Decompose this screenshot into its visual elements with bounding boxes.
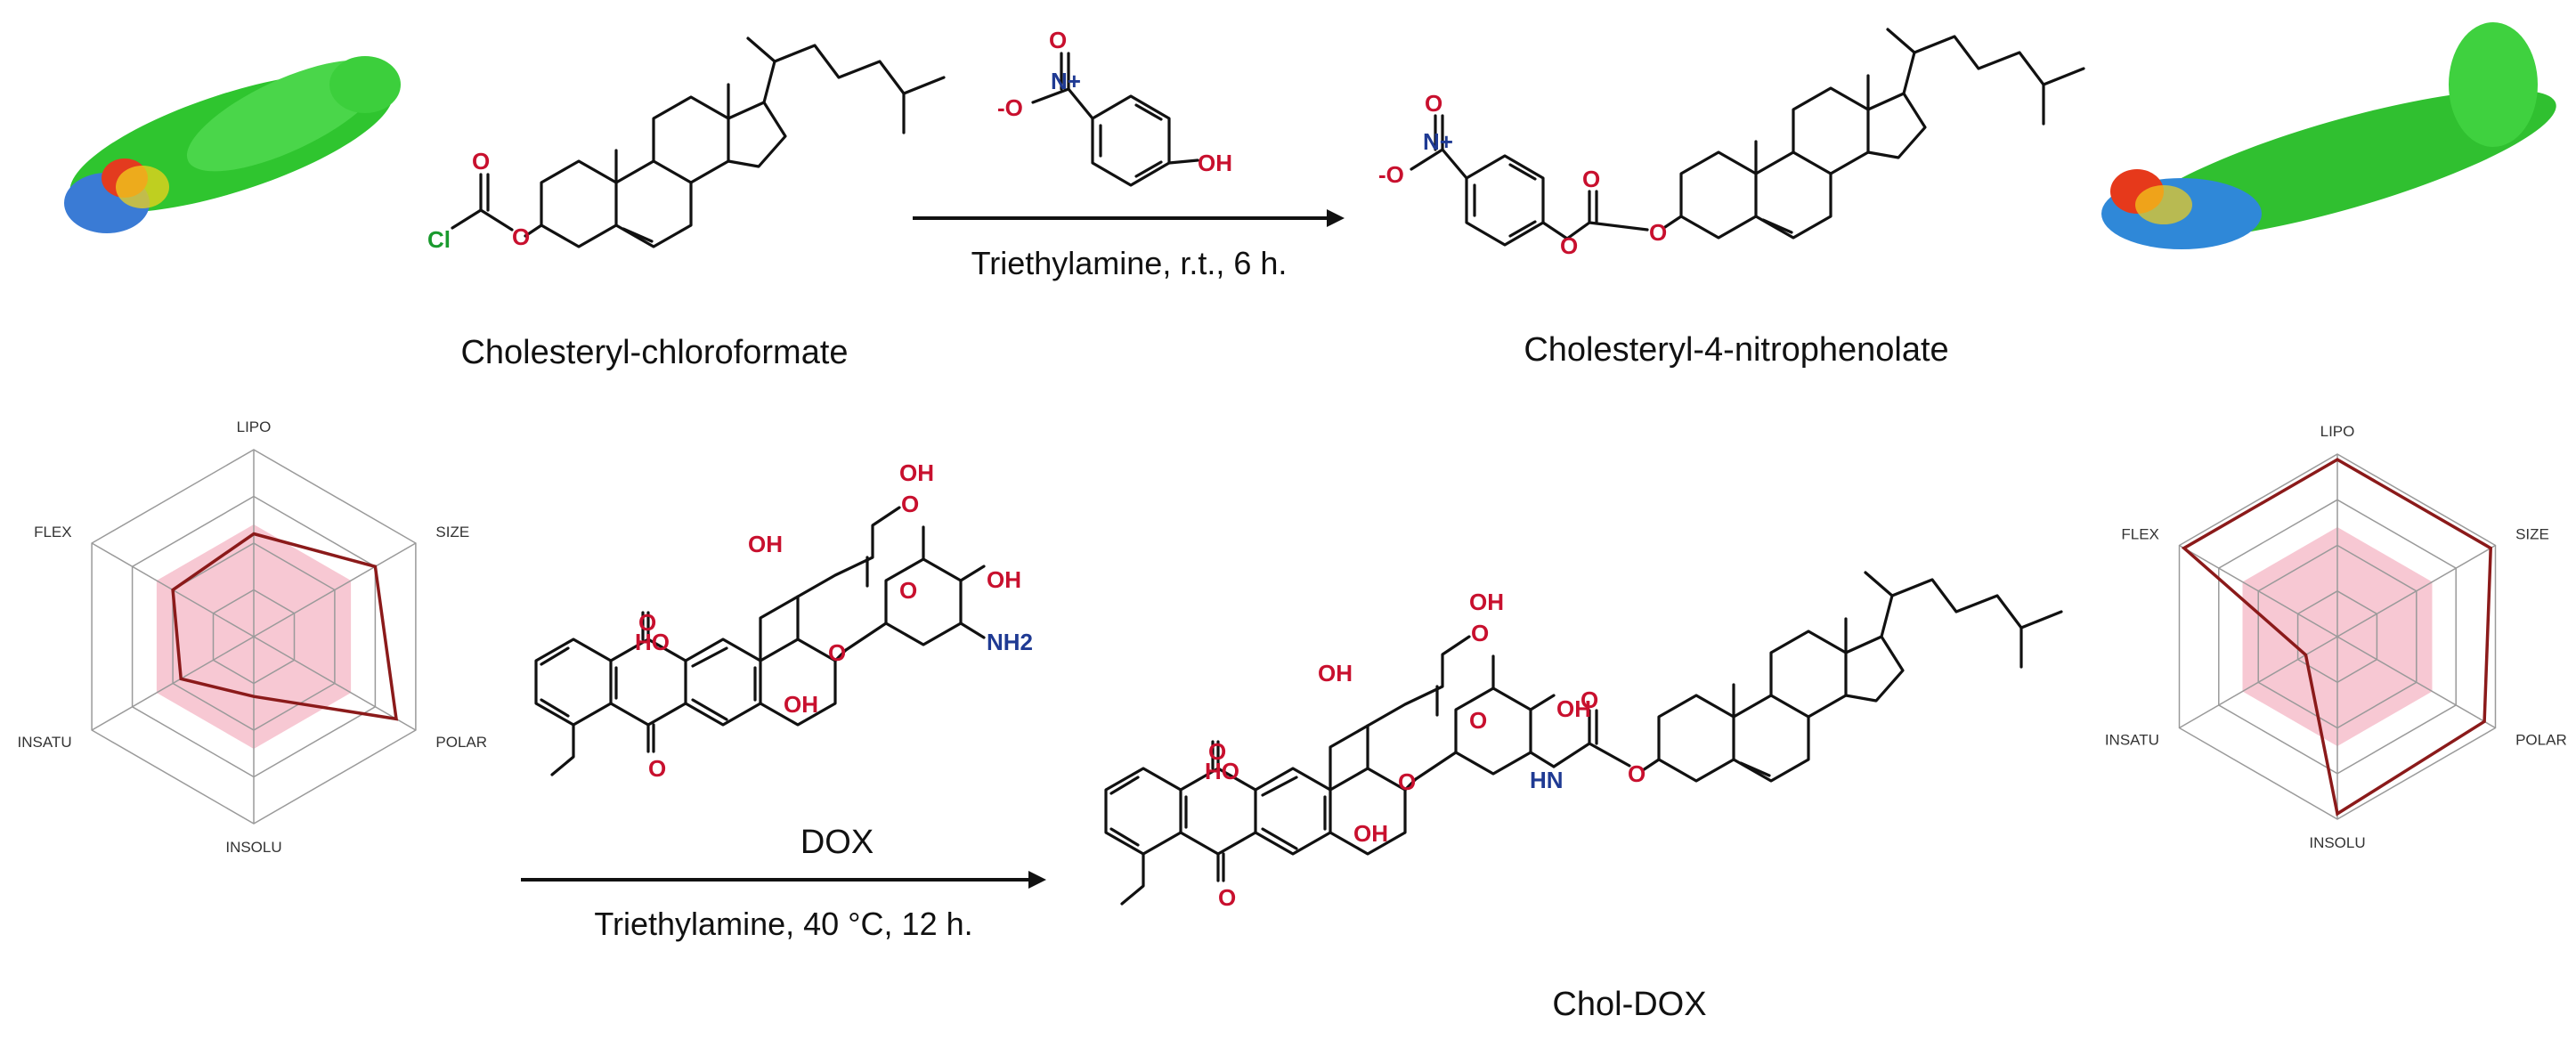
- condition-step-2: Triethylamine, 40 °C, 12 h.: [594, 906, 972, 942]
- atom-cl: Cl: [427, 226, 451, 253]
- atom-o: O: [638, 609, 656, 636]
- atom-n: N+: [1423, 128, 1453, 155]
- atom-oh: OH: [748, 531, 783, 557]
- doxorubicin-structure: O O OH NH2 OH O OH HO OH O O: [534, 459, 1033, 782]
- atom-o: O: [1560, 232, 1578, 259]
- atom-o: O: [1425, 90, 1442, 117]
- atom-o: O: [648, 755, 666, 782]
- atom-o: O: [472, 148, 490, 175]
- atom-ho: HO: [635, 629, 670, 655]
- esp-surface-nitrophenolate-icon: [2101, 22, 2556, 249]
- label-chloroformate: Cholesteryl-chloroformate: [460, 334, 848, 371]
- atom-oh: OH: [1469, 589, 1504, 615]
- atom-oh: OH: [1556, 695, 1591, 722]
- radar-profile: [2181, 458, 2492, 817]
- atom-o: O: [1208, 738, 1226, 765]
- atom-o: O: [1398, 768, 1416, 795]
- radar-spoke: [2336, 544, 2496, 638]
- radar-spoke: [91, 636, 255, 731]
- radar-axis-label: INSATU: [2105, 732, 2159, 749]
- radar-axis-label: INSATU: [18, 734, 72, 751]
- radar-spoke: [2179, 544, 2338, 638]
- cholesteryl-chloroformate-structure: O O Cl: [427, 37, 946, 253]
- atom-o: O: [1469, 707, 1487, 734]
- radar-axis-label: POLAR: [435, 734, 487, 751]
- atom-o: O: [1218, 884, 1236, 911]
- radar-axis-label: INSOLU: [2309, 834, 2365, 851]
- reaction-arrow-2: [521, 871, 1046, 889]
- radar-axis-label: POLAR: [2515, 732, 2567, 749]
- atom-o-minus: -O: [997, 94, 1023, 121]
- cholesteryl-nitrophenolate-structure: O N+ -O O O O: [1378, 28, 2085, 259]
- radar-axis-label: SIZE: [2515, 526, 2549, 543]
- bioavailability-radar-dox-icon: LIPO SIZE POLAR INSOLU INSATU FLEX: [18, 418, 488, 856]
- nitrophenol-structure: O N+ -O OH: [997, 27, 1232, 187]
- radar-axis-label: INSOLU: [225, 839, 281, 856]
- radar-axis-label: FLEX: [34, 524, 72, 540]
- chol-dox-structure: O O OH HN O O OH O OH HO OH O O: [1104, 571, 2063, 911]
- atom-oh: OH: [987, 566, 1021, 593]
- radar-spoke: [2336, 636, 2496, 729]
- atom-o: O: [1049, 27, 1067, 53]
- label-dox: DOX: [800, 824, 874, 861]
- atom-o: O: [1582, 166, 1600, 192]
- atom-oh: OH: [899, 459, 934, 486]
- atom-o: O: [1471, 620, 1489, 646]
- atom-ho: HO: [1205, 758, 1239, 784]
- atom-o: O: [512, 223, 530, 250]
- atom-o: O: [828, 639, 846, 666]
- atom-oh: OH: [1353, 820, 1388, 847]
- atom-n: N+: [1051, 68, 1081, 94]
- atom-o: O: [1581, 687, 1598, 713]
- radar-axis-label: SIZE: [435, 524, 469, 540]
- atom-oh: OH: [1318, 660, 1353, 687]
- atom-o: O: [1628, 760, 1646, 787]
- esp-surface-chloroformate-icon: [64, 56, 401, 233]
- atom-o-minus: -O: [1378, 161, 1404, 188]
- radar-spoke: [253, 542, 417, 638]
- condition-step-1: Triethylamine, r.t., 6 h.: [971, 245, 1288, 281]
- label-chol-dox: Chol-DOX: [1552, 986, 1706, 1023]
- radar-axis-label: LIPO: [237, 418, 272, 435]
- bioavailability-radar-chol-dox-icon: LIPO SIZE POLAR INSOLU INSATU FLEX: [2105, 423, 2567, 851]
- atom-o: O: [1649, 219, 1667, 246]
- atom-hn: HN: [1530, 767, 1564, 793]
- radar-spoke: [253, 636, 417, 731]
- atom-oh: OH: [784, 691, 818, 718]
- radar-spoke: [2179, 636, 2338, 729]
- atom-o: O: [901, 491, 919, 517]
- radar-profile: [171, 532, 399, 721]
- reaction-arrow-1: [913, 209, 1345, 227]
- radar-axis-label: LIPO: [2320, 423, 2355, 440]
- radar-axis-label: FLEX: [2121, 526, 2159, 543]
- atom-o: O: [899, 577, 917, 604]
- label-nitrophenolate: Cholesteryl-4-nitrophenolate: [1524, 331, 1948, 369]
- atom-oh: OH: [1198, 150, 1232, 176]
- atom-nh2: NH2: [987, 629, 1033, 655]
